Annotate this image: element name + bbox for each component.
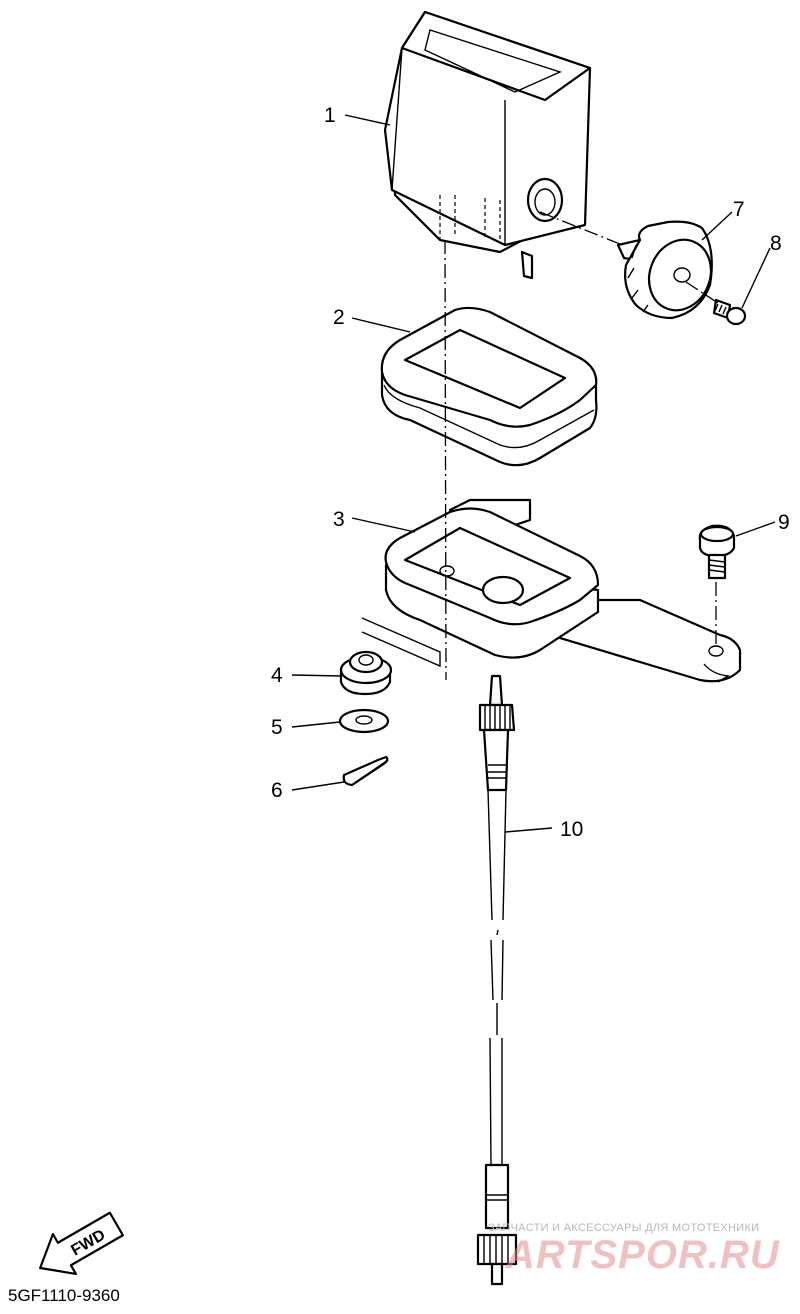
part-8-screw (712, 298, 747, 326)
callout-5: 5 (271, 716, 283, 739)
part-9-bolt (698, 524, 736, 580)
callout-9: 9 (778, 511, 790, 534)
watermark-tagline: ЗАПЧАСТИ И АКСЕССУАРЫ ДЛЯ МОТОТЕХНИКИ (488, 1222, 760, 1234)
fwd-direction-arrow: FWD (39, 1211, 124, 1276)
callout-1: 1 (324, 104, 336, 127)
part-2-gasket (380, 306, 598, 467)
part-6-clip (342, 755, 389, 787)
assembly-lines (361, 211, 719, 1035)
callout-numbers: 1 2 3 4 5 6 7 8 9 10 (271, 104, 790, 841)
part-5-washer (338, 708, 390, 734)
callout-10: 10 (560, 818, 583, 841)
callout-7: 7 (733, 198, 745, 221)
callout-6: 6 (271, 779, 283, 802)
part-10-meter-cable (476, 674, 518, 1286)
leader-lines (291, 114, 776, 833)
callout-3: 3 (333, 508, 345, 531)
watermark-logo: ARTSPOR.RU (506, 1233, 780, 1277)
part-3-bracket (384, 498, 742, 683)
callout-4: 4 (271, 664, 283, 687)
drawing-code: 5GF1110-9360 (8, 1286, 120, 1305)
part-4-grommet (339, 650, 393, 696)
callout-8: 8 (770, 232, 782, 255)
part-1-meter-housing (383, 10, 592, 280)
part-7-reset-knob (616, 220, 713, 320)
callout-2: 2 (333, 306, 345, 329)
